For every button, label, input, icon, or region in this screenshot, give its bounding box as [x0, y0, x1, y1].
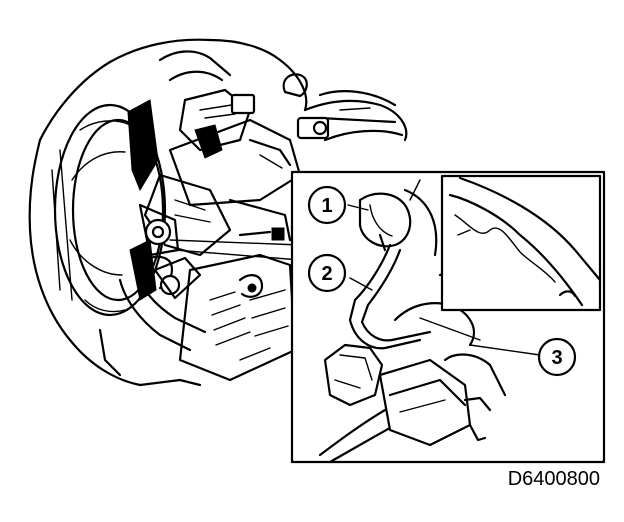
callout-2-label: 2 [321, 263, 332, 285]
callout-1-label: 1 [321, 195, 332, 217]
zoom-inset [440, 174, 602, 312]
callout-1: 1 [307, 185, 347, 225]
callout-3: 3 [537, 337, 577, 377]
callout-2: 2 [307, 253, 347, 293]
callout-3-label: 3 [551, 347, 562, 369]
figure-code: D6400800 [508, 468, 600, 490]
